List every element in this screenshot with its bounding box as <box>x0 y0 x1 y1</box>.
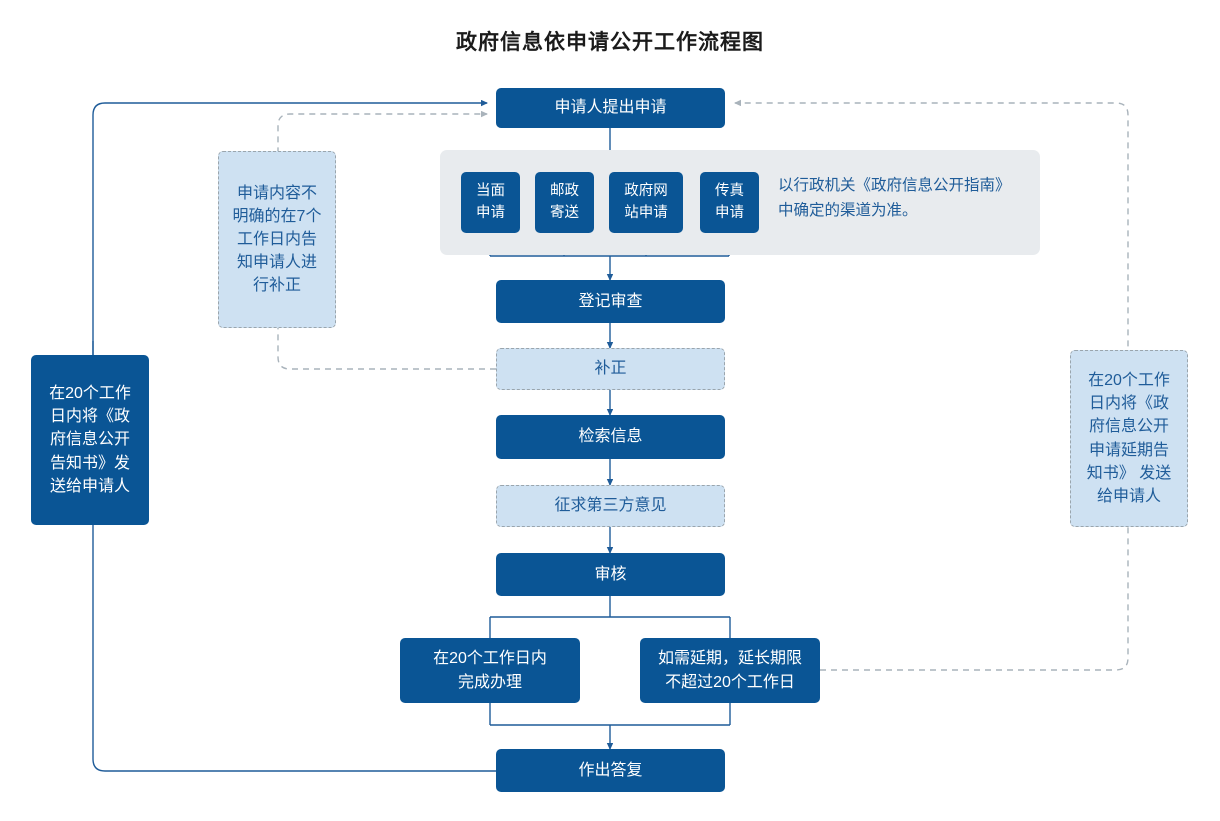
node-channel-in-person[interactable]: 当面 申请 <box>461 172 520 233</box>
node-third-party-opinion[interactable]: 征求第三方意见 <box>496 485 725 527</box>
node-apply-label: 申请人提出申请 <box>554 99 667 117</box>
annotation-extension-notice[interactable]: 在20个工作 日内将《政 府信息公开 申请延期告 知书》 发送 给申请人 <box>1070 350 1188 527</box>
node-complete-within-20-days-label: 在20个工作日内 完成办理 <box>433 650 547 691</box>
page-title: 政府信息依申请公开工作流程图 <box>456 31 764 54</box>
node-retrieve-info[interactable]: 检索信息 <box>496 415 725 459</box>
node-channel-fax[interactable]: 传真 申请 <box>700 172 759 233</box>
node-extension-20-days-label: 如需延期，延长期限 不超过20个工作日 <box>657 650 802 691</box>
node-make-reply[interactable]: 作出答复 <box>496 749 725 792</box>
node-supplement-label: 补正 <box>594 360 627 378</box>
node-channel-post-label: 邮政 寄送 <box>550 183 579 221</box>
node-extension-20-days[interactable]: 如需延期，延长期限 不超过20个工作日 <box>640 638 820 703</box>
node-third-party-opinion-label: 征求第三方意见 <box>554 497 667 515</box>
node-channel-fax-label: 传真 申请 <box>715 183 744 221</box>
node-retrieve-info-label: 检索信息 <box>578 428 643 446</box>
node-complete-within-20-days[interactable]: 在20个工作日内 完成办理 <box>400 638 580 703</box>
annotation-supplement-notice[interactable]: 申请内容不 明确的在7个 工作日内告 知申请人进 行补正 <box>218 151 336 328</box>
node-channel-website[interactable]: 政府网 站申请 <box>609 172 683 233</box>
annotation-extension-notice-label: 在20个工作 日内将《政 府信息公开 申请延期告 知书》 发送 给申请人 <box>1086 371 1172 505</box>
node-review-label: 审核 <box>594 565 627 583</box>
node-review[interactable]: 审核 <box>496 553 725 596</box>
node-make-reply-label: 作出答复 <box>578 761 643 779</box>
annotation-disclosure-notice-label: 在20个工作 日内将《政 府信息公开 告知书》发 送给申请人 <box>49 385 131 495</box>
node-channel-website-label: 政府网 站申请 <box>624 183 668 221</box>
node-apply[interactable]: 申请人提出申请 <box>496 88 725 128</box>
node-register-review-label: 登记审查 <box>578 292 643 310</box>
node-channel-post[interactable]: 邮政 寄送 <box>535 172 594 233</box>
channel-note: 以行政机关《政府信息公开指南》 中确定的渠道为准。 <box>778 177 1011 219</box>
node-register-review[interactable]: 登记审查 <box>496 280 725 323</box>
node-channel-in-person-label: 当面 申请 <box>476 183 505 221</box>
annotation-supplement-notice-label: 申请内容不 明确的在7个 工作日内告 知申请人进 行补正 <box>232 184 322 295</box>
annotation-disclosure-notice[interactable]: 在20个工作 日内将《政 府信息公开 告知书》发 送给申请人 <box>31 355 149 525</box>
node-supplement[interactable]: 补正 <box>496 348 725 390</box>
